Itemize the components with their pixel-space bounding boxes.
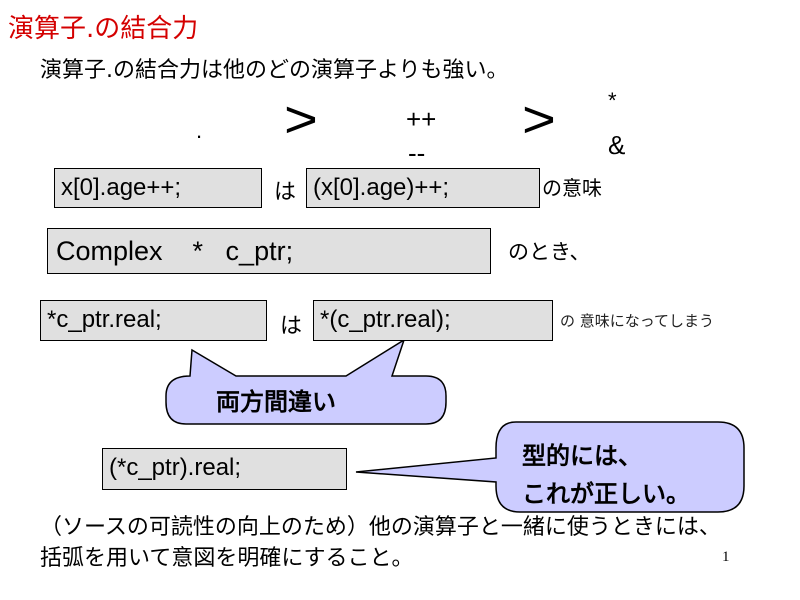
precedence-increment: ++ (406, 104, 437, 134)
meaning-suffix-1: の意味 (542, 176, 602, 200)
precedence-dot: . (196, 118, 203, 143)
bottom-note: （ソースの可読性の向上のため）他の演算子と一緒に使うときには、 括弧を用いて意図… (40, 512, 721, 574)
code-box-x-age-increment: x[0].age++; (54, 168, 262, 208)
bottom-note-line-1: （ソースの可読性の向上のため）他の演算子と一緒に使うときには、 (40, 515, 721, 540)
page-title: 演算子.の結合力 (8, 14, 199, 44)
code-box-cptr-real: *c_ptr.real; (40, 300, 267, 341)
code-box-correct: (*c_ptr).real; (102, 448, 347, 490)
callout-right-shape (355, 421, 745, 513)
meaning-suffix-2: の 意味になってしまう (560, 312, 715, 330)
precedence-deref: * (608, 88, 617, 113)
precedence-address-of: & (608, 130, 626, 160)
precedence-gt-1: > (284, 90, 318, 149)
subtitle: 演算子.の結合力は他のどの演算子よりも強い。 (40, 58, 509, 83)
callout-wrong-text: 両方間違い (216, 388, 336, 416)
precedence-decrement: -- (408, 138, 426, 168)
callout-right-line-1: 型的には、 (522, 442, 642, 470)
code-box-cptr-real-paren: *(c_ptr.real); (313, 300, 553, 341)
page-number: 1 (722, 549, 730, 565)
ha-label-2: は (280, 314, 303, 339)
bottom-note-line-2: 括弧を用いて意図を明確にすること。 (40, 546, 414, 571)
callout-right-line-2: これが正しい。 (522, 480, 690, 508)
code-box-complex-decl: Complex * c_ptr; (47, 228, 491, 274)
code-box-x-age-paren: (x[0].age)++; (306, 168, 540, 208)
when-suffix: のとき、 (508, 240, 591, 264)
callout-wrong-shape (165, 338, 447, 425)
precedence-gt-2: > (522, 90, 556, 149)
ha-label-1: は (274, 180, 297, 205)
